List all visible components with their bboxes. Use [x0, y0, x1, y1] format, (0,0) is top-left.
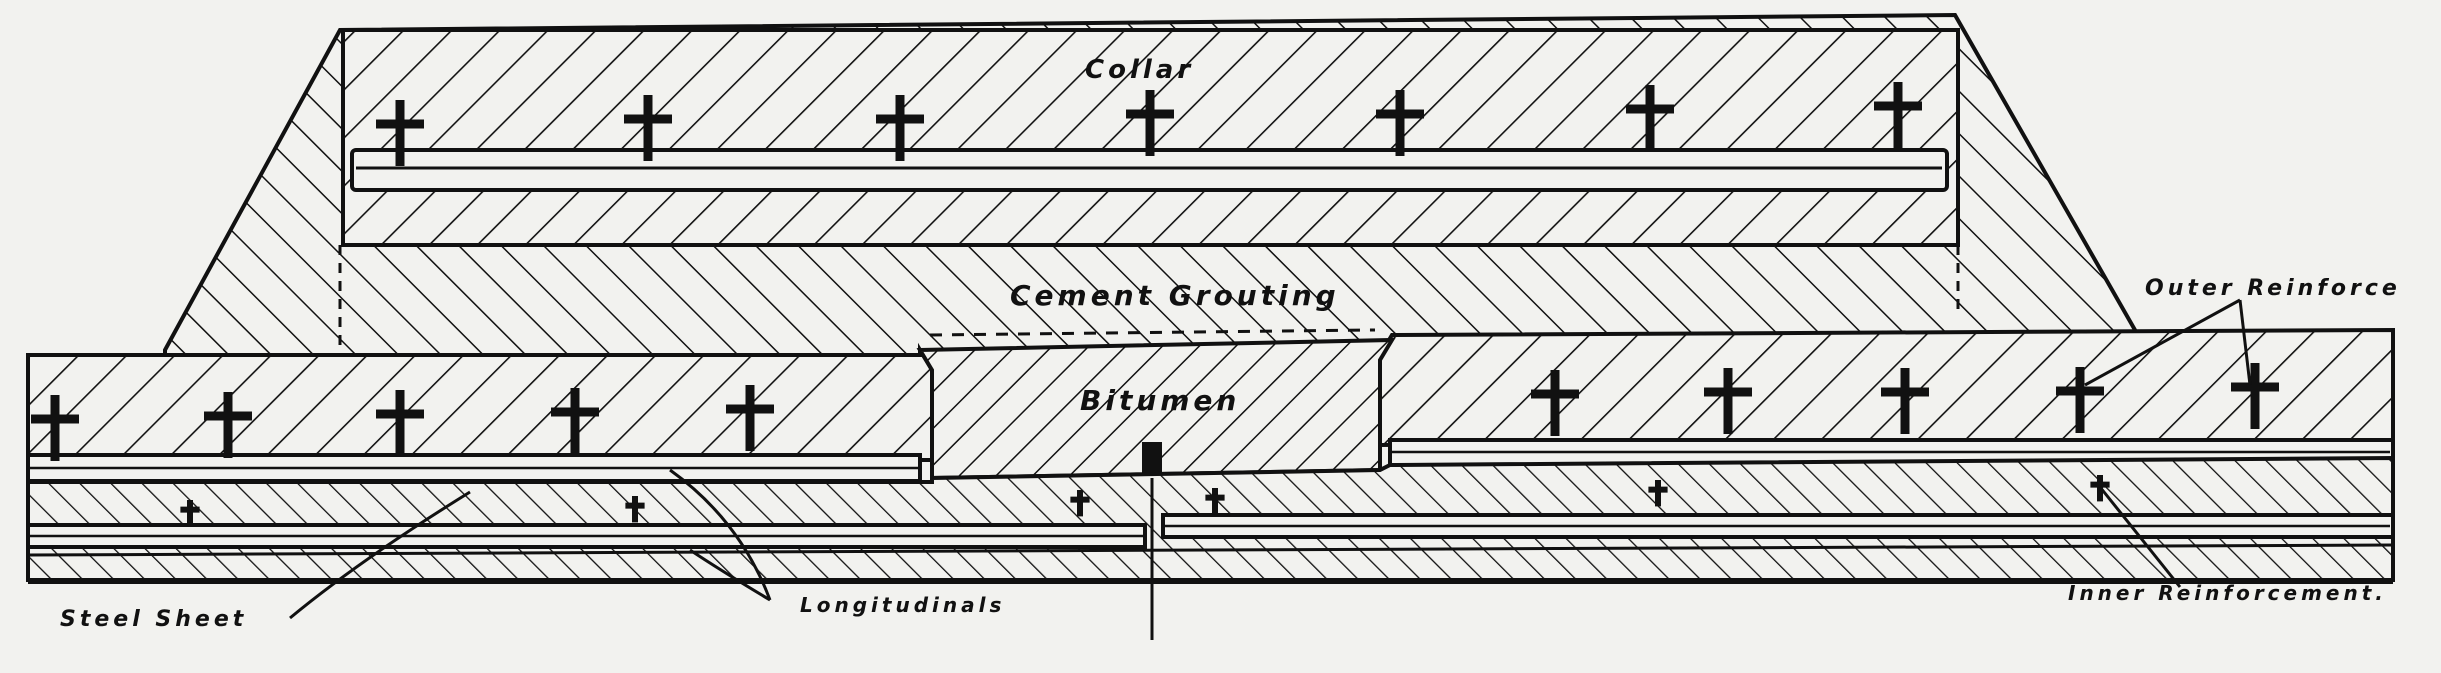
reinforcement-cross — [1881, 368, 1929, 434]
reinforcement-cross — [625, 496, 645, 523]
reinforcement-cross — [1531, 370, 1579, 436]
reinforcement-cross — [1205, 488, 1225, 515]
reinforcement-cross — [1070, 490, 1090, 517]
reinforcement-cross — [2056, 367, 2104, 433]
reinforcement-cross — [551, 388, 599, 454]
left-outer-pipe — [26, 342, 934, 462]
reinforcement-cross — [726, 385, 774, 451]
reinforcement-cross — [1648, 480, 1668, 507]
reinforcement-cross — [2231, 363, 2279, 429]
reinforcement-cross — [376, 390, 424, 456]
label-collar: Collar — [1085, 55, 1194, 85]
reinforcement-cross — [204, 392, 252, 458]
reinforcement-cross — [1126, 90, 1174, 156]
label-bitumen: Bitumen — [1080, 384, 1240, 417]
label-outer-reinforce: Outer Reinforce — [2145, 276, 2401, 301]
label-longitudinals: Longitudinals — [800, 593, 1005, 617]
reinforcement-cross — [1626, 85, 1674, 151]
reinforcement-cross — [624, 95, 672, 161]
reinforcement-cross — [180, 500, 200, 527]
bitumen-center-marker — [1142, 442, 1162, 478]
label-steel-sheet: Steel Sheet — [60, 607, 247, 632]
reinforcement-cross — [376, 100, 424, 166]
reinforcement-cross — [1376, 90, 1424, 156]
reinforcement-cross — [31, 395, 79, 461]
label-cement-grouting: Cement Grouting — [1010, 279, 1340, 312]
reinforcement-cross — [1874, 82, 1922, 148]
label-inner-reinforcement: Inner Reinforcement. — [2068, 581, 2387, 605]
reinforcement-cross — [876, 95, 924, 161]
reinforcement-crosses — [31, 82, 2279, 527]
reinforcement-cross — [1704, 368, 1752, 434]
